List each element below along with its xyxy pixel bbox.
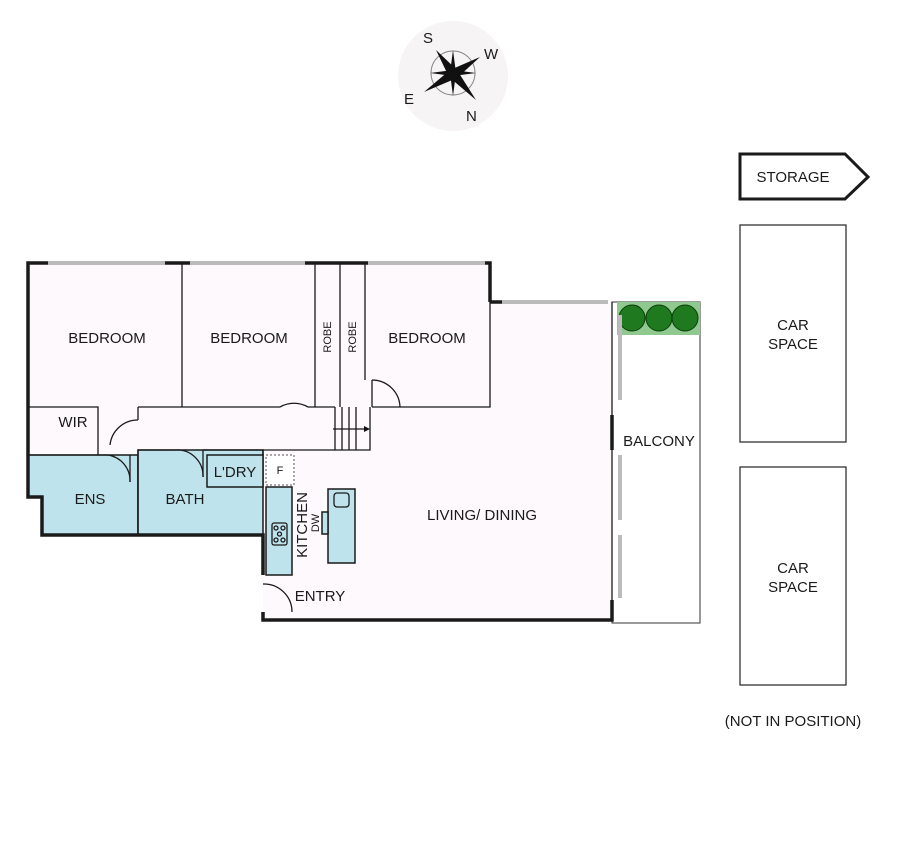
robe-2-label: ROBE [347, 321, 359, 352]
laundry [206, 454, 264, 488]
car-space-1-label-line2: SPACE [768, 336, 818, 353]
entry-label: ENTRY [295, 588, 346, 605]
balcony [611, 301, 701, 624]
storage-label: STORAGE [756, 169, 829, 186]
bedroom-2-label: BEDROOM [210, 330, 288, 347]
bedroom-1-label: BEDROOM [68, 330, 146, 347]
car-space-1-label-line1: CAR [777, 317, 809, 334]
sink [333, 492, 350, 508]
bath-label: BATH [166, 491, 205, 508]
laundry-label: L'DRY [214, 464, 257, 481]
bedroom-3-label: BEDROOM [388, 330, 466, 347]
compass-rose: S W E N [398, 21, 508, 131]
compass-s: S [423, 30, 433, 47]
dw-label: DW [310, 513, 322, 532]
doors [107, 379, 401, 613]
planter [617, 302, 700, 335]
ens-label: ENS [75, 491, 106, 508]
kitchen-island [327, 488, 356, 564]
cooktop-icon [271, 522, 288, 546]
wir-label: WIR [58, 414, 87, 431]
kitchen-label: KITCHEN [294, 492, 311, 558]
fridge-label: F [277, 465, 284, 477]
living-dining-label: LIVING/ DINING [427, 507, 537, 524]
balcony-label: BALCONY [623, 433, 695, 450]
car-space-2-label-line2: SPACE [768, 579, 818, 596]
car-space-2 [739, 466, 847, 686]
dishwasher [321, 511, 329, 535]
windows [48, 261, 622, 598]
robe-1-label: ROBE [322, 321, 334, 352]
floor-area [28, 263, 612, 620]
fridge-space [265, 454, 295, 486]
car-space-1 [739, 224, 847, 443]
not-in-position-note: (NOT IN POSITION) [725, 713, 861, 730]
compass-n: N [466, 108, 477, 125]
compass-e: E [404, 91, 414, 108]
kitchen-bench [265, 486, 293, 576]
compass-star-icon [424, 50, 480, 100]
compass-w: W [484, 46, 499, 63]
storage [738, 152, 871, 201]
car-space-2-label-line1: CAR [777, 560, 809, 577]
